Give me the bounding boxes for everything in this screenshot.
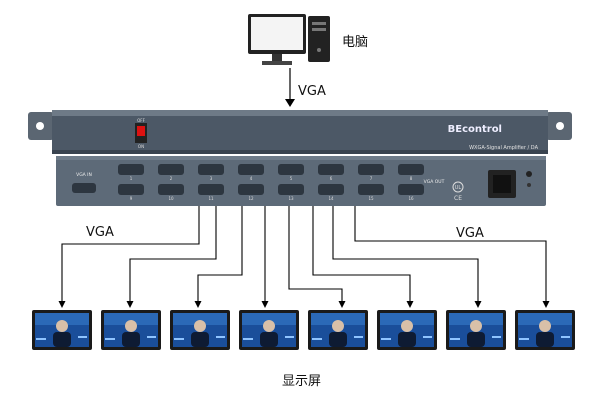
output-arrowhead bbox=[542, 301, 550, 308]
vga-out-port bbox=[118, 184, 144, 195]
vga-out-label: VGA OUT bbox=[424, 179, 445, 185]
output-wire bbox=[288, 206, 343, 302]
model-label: WXGA-Signal Amplifier / DA bbox=[469, 145, 538, 151]
switch-off-label: OFF bbox=[137, 118, 145, 123]
port-number: 9 bbox=[130, 196, 133, 201]
output-wire bbox=[197, 206, 243, 302]
output-arrowhead bbox=[58, 301, 66, 308]
port-number: 16 bbox=[408, 196, 414, 201]
port-number: 5 bbox=[290, 176, 293, 181]
vga-out-port bbox=[318, 164, 344, 175]
display-screen-icon bbox=[32, 310, 92, 350]
output-vga-left-label: VGA bbox=[86, 225, 114, 240]
vga-in-label: VGA IN bbox=[76, 172, 92, 178]
output-arrowhead bbox=[126, 301, 134, 308]
vga-out-port bbox=[158, 184, 184, 195]
vga-out-port bbox=[158, 164, 184, 175]
switch-on-label: ON bbox=[138, 144, 144, 149]
svg-text:CE: CE bbox=[454, 195, 462, 202]
port-number: 4 bbox=[250, 176, 253, 181]
display-screen-icon bbox=[446, 310, 506, 350]
signal-amplifier-front: OFF ON BEcontrol WXGA-Signal Amplifier /… bbox=[28, 110, 572, 154]
display-screen-icon bbox=[170, 310, 230, 350]
port-number: 2 bbox=[170, 176, 173, 181]
display-screen-icon bbox=[101, 310, 161, 350]
brand-label: BEcontrol bbox=[448, 124, 502, 135]
output-arrowhead bbox=[261, 301, 269, 308]
display-screen-icon bbox=[515, 310, 575, 350]
vga-out-port bbox=[358, 164, 384, 175]
vga-out-port bbox=[358, 184, 384, 195]
vga-out-port bbox=[318, 184, 344, 195]
vga-out-port bbox=[198, 164, 224, 175]
output-arrowhead bbox=[474, 301, 482, 308]
ground-screw bbox=[526, 171, 532, 177]
output-arrowhead bbox=[194, 301, 202, 308]
port-number: 15 bbox=[368, 196, 374, 201]
output-wire bbox=[61, 206, 200, 302]
vga-out-port bbox=[198, 184, 224, 195]
port-number: 14 bbox=[328, 196, 334, 201]
output-wire bbox=[312, 206, 411, 302]
vga-out-port bbox=[398, 164, 424, 175]
output-arrowhead bbox=[406, 301, 414, 308]
port-number: 13 bbox=[288, 196, 294, 201]
vga-out-port bbox=[238, 184, 264, 195]
vga-out-port bbox=[398, 184, 424, 195]
vga-out-port bbox=[238, 164, 264, 175]
port-number: 1 bbox=[130, 176, 133, 181]
display-screen-icon bbox=[308, 310, 368, 350]
port-number: 10 bbox=[168, 196, 174, 201]
input-vga-label: VGA bbox=[298, 84, 326, 99]
svg-text:UL: UL bbox=[455, 185, 462, 191]
port-number: 7 bbox=[370, 176, 373, 181]
displays-label: 显示屏 bbox=[282, 374, 322, 389]
port-number: 11 bbox=[208, 196, 214, 201]
display-screen-icon bbox=[239, 310, 299, 350]
vga-in-port bbox=[72, 183, 96, 193]
output-wire bbox=[332, 206, 479, 302]
port-number: 12 bbox=[248, 196, 254, 201]
vga-out-port bbox=[278, 184, 304, 195]
port-number: 3 bbox=[210, 176, 213, 181]
input-arrow bbox=[285, 68, 295, 107]
port-number: 6 bbox=[330, 176, 333, 181]
output-wire bbox=[129, 206, 217, 302]
output-vga-right-label: VGA bbox=[456, 226, 484, 241]
computer-icon bbox=[248, 14, 330, 65]
vga-out-port bbox=[278, 164, 304, 175]
port-number: 8 bbox=[410, 176, 413, 181]
output-arrowhead bbox=[338, 301, 346, 308]
cert-marks: UL CE bbox=[452, 181, 464, 202]
vga-out-port bbox=[118, 164, 144, 175]
computer-label: 电脑 bbox=[342, 35, 369, 50]
display-screen-icon bbox=[377, 310, 437, 350]
output-wire bbox=[354, 206, 547, 302]
